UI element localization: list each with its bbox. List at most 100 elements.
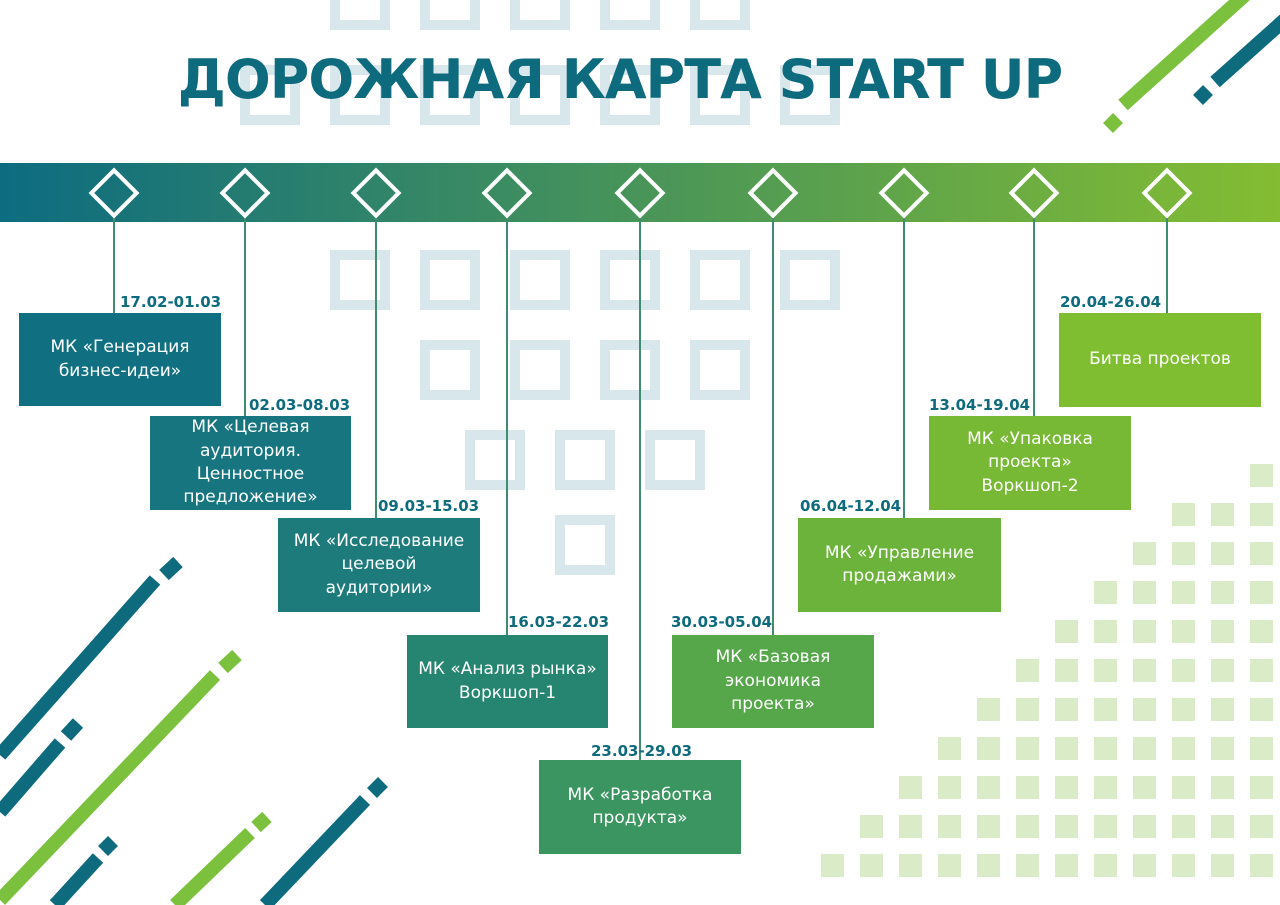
pattern-square [1094,581,1117,604]
stage-connector [244,215,246,416]
pattern-square [938,854,961,877]
pattern-square [1250,737,1273,760]
decor-stripe [159,556,183,581]
pattern-square [1172,620,1195,643]
stage-box: Битва проектов [1059,313,1261,407]
pattern-square [330,65,390,125]
pattern-square [938,737,961,760]
pattern-square [1211,659,1234,682]
pattern-square [600,250,660,310]
stage-connector [639,215,641,760]
pattern-square [1133,581,1156,604]
pattern-square [690,65,750,125]
stage-connector [1166,215,1168,313]
pattern-square [1172,581,1195,604]
pattern-square [600,0,660,30]
stage-box: МК «Генерация бизнес-идеи» [19,313,221,406]
pattern-square [780,65,840,125]
pattern-square [1211,815,1234,838]
stage-box: МК «Базовая экономика проекта» [672,635,874,728]
pattern-square [1250,776,1273,799]
pattern-square [1094,737,1117,760]
stage-date: 09.03-15.03 [378,497,480,515]
pattern-square [690,340,750,400]
pattern-square [860,815,883,838]
pattern-square [977,737,1000,760]
pattern-square [1250,815,1273,838]
pattern-square [555,515,615,575]
stage-label: МК «Управление продажами» [824,542,975,586]
pattern-square [1172,776,1195,799]
decor-stripe [49,853,104,905]
stage-connector [375,215,377,518]
pattern-square [1133,737,1156,760]
pattern-square [1211,542,1234,565]
pattern-square [1250,542,1273,565]
stage-label: Битва проектов [1089,349,1231,370]
pattern-square [1133,815,1156,838]
stage-date: 16.03-22.03 [508,613,610,631]
decor-stripe [0,575,161,760]
pattern-square [1055,659,1078,682]
stage-label: МК «Анализ рынка» Воркшоп-1 [418,659,597,703]
pattern-square [1094,815,1117,838]
stage-box: МК «Управление продажами» [798,518,1001,612]
pattern-square [1016,776,1039,799]
pattern-square [860,854,883,877]
blue-square-pattern [240,0,840,575]
pattern-square [1211,737,1234,760]
pattern-square [1016,659,1039,682]
decor-stripe [259,795,371,905]
timeline-band [0,163,1280,222]
pattern-square [600,340,660,400]
pattern-square [1250,620,1273,643]
decor-stripe [1193,85,1213,105]
pattern-square [977,776,1000,799]
pattern-square [1172,737,1195,760]
pattern-square [780,250,840,310]
pattern-square [938,776,961,799]
stage-date: 17.02-01.03 [120,293,222,311]
pattern-square [1250,464,1273,487]
pattern-square [1133,542,1156,565]
stage-box: МК «Упаковка проекта» Воркшоп-2 [929,416,1131,510]
pattern-square [1211,854,1234,877]
pattern-square [1211,776,1234,799]
stage-date: 13.04-19.04 [929,396,1031,414]
pattern-square [1250,503,1273,526]
stage-label: МК «Разработка продукта» [567,784,713,828]
stage-label: МК «Исследование целевой аудитории» [293,530,465,598]
pattern-square [1094,698,1117,721]
stage-label: МК «Базовая экономика проекта» [715,647,831,715]
pattern-square [1094,854,1117,877]
pattern-square [1055,698,1078,721]
pattern-square [1172,815,1195,838]
decor-stripe [1118,0,1250,111]
pattern-square [1133,698,1156,721]
pattern-square [1016,737,1039,760]
stage-box: МК «Анализ рынка» Воркшоп-1 [407,635,608,728]
stage-connector [1033,215,1035,416]
decor-stripe [218,649,242,674]
stage-label: МК «Целевая аудитория. Ценностное предло… [183,417,318,508]
pattern-square [1055,620,1078,643]
pattern-square [420,65,480,125]
pattern-square [1211,620,1234,643]
pattern-square [420,250,480,310]
pattern-square [330,0,390,30]
stage-connector [506,215,508,635]
pattern-square [1211,698,1234,721]
stage-date: 06.04-12.04 [800,497,902,515]
pattern-square [1133,776,1156,799]
pattern-square [510,340,570,400]
pattern-square [420,340,480,400]
pattern-square [690,250,750,310]
decor-stripe [98,836,118,856]
pattern-square [977,698,1000,721]
pattern-square [1094,659,1117,682]
stage-box: МК «Целевая аудитория. Ценностное предло… [150,416,351,510]
pattern-square [1094,776,1117,799]
pattern-square [1016,698,1039,721]
